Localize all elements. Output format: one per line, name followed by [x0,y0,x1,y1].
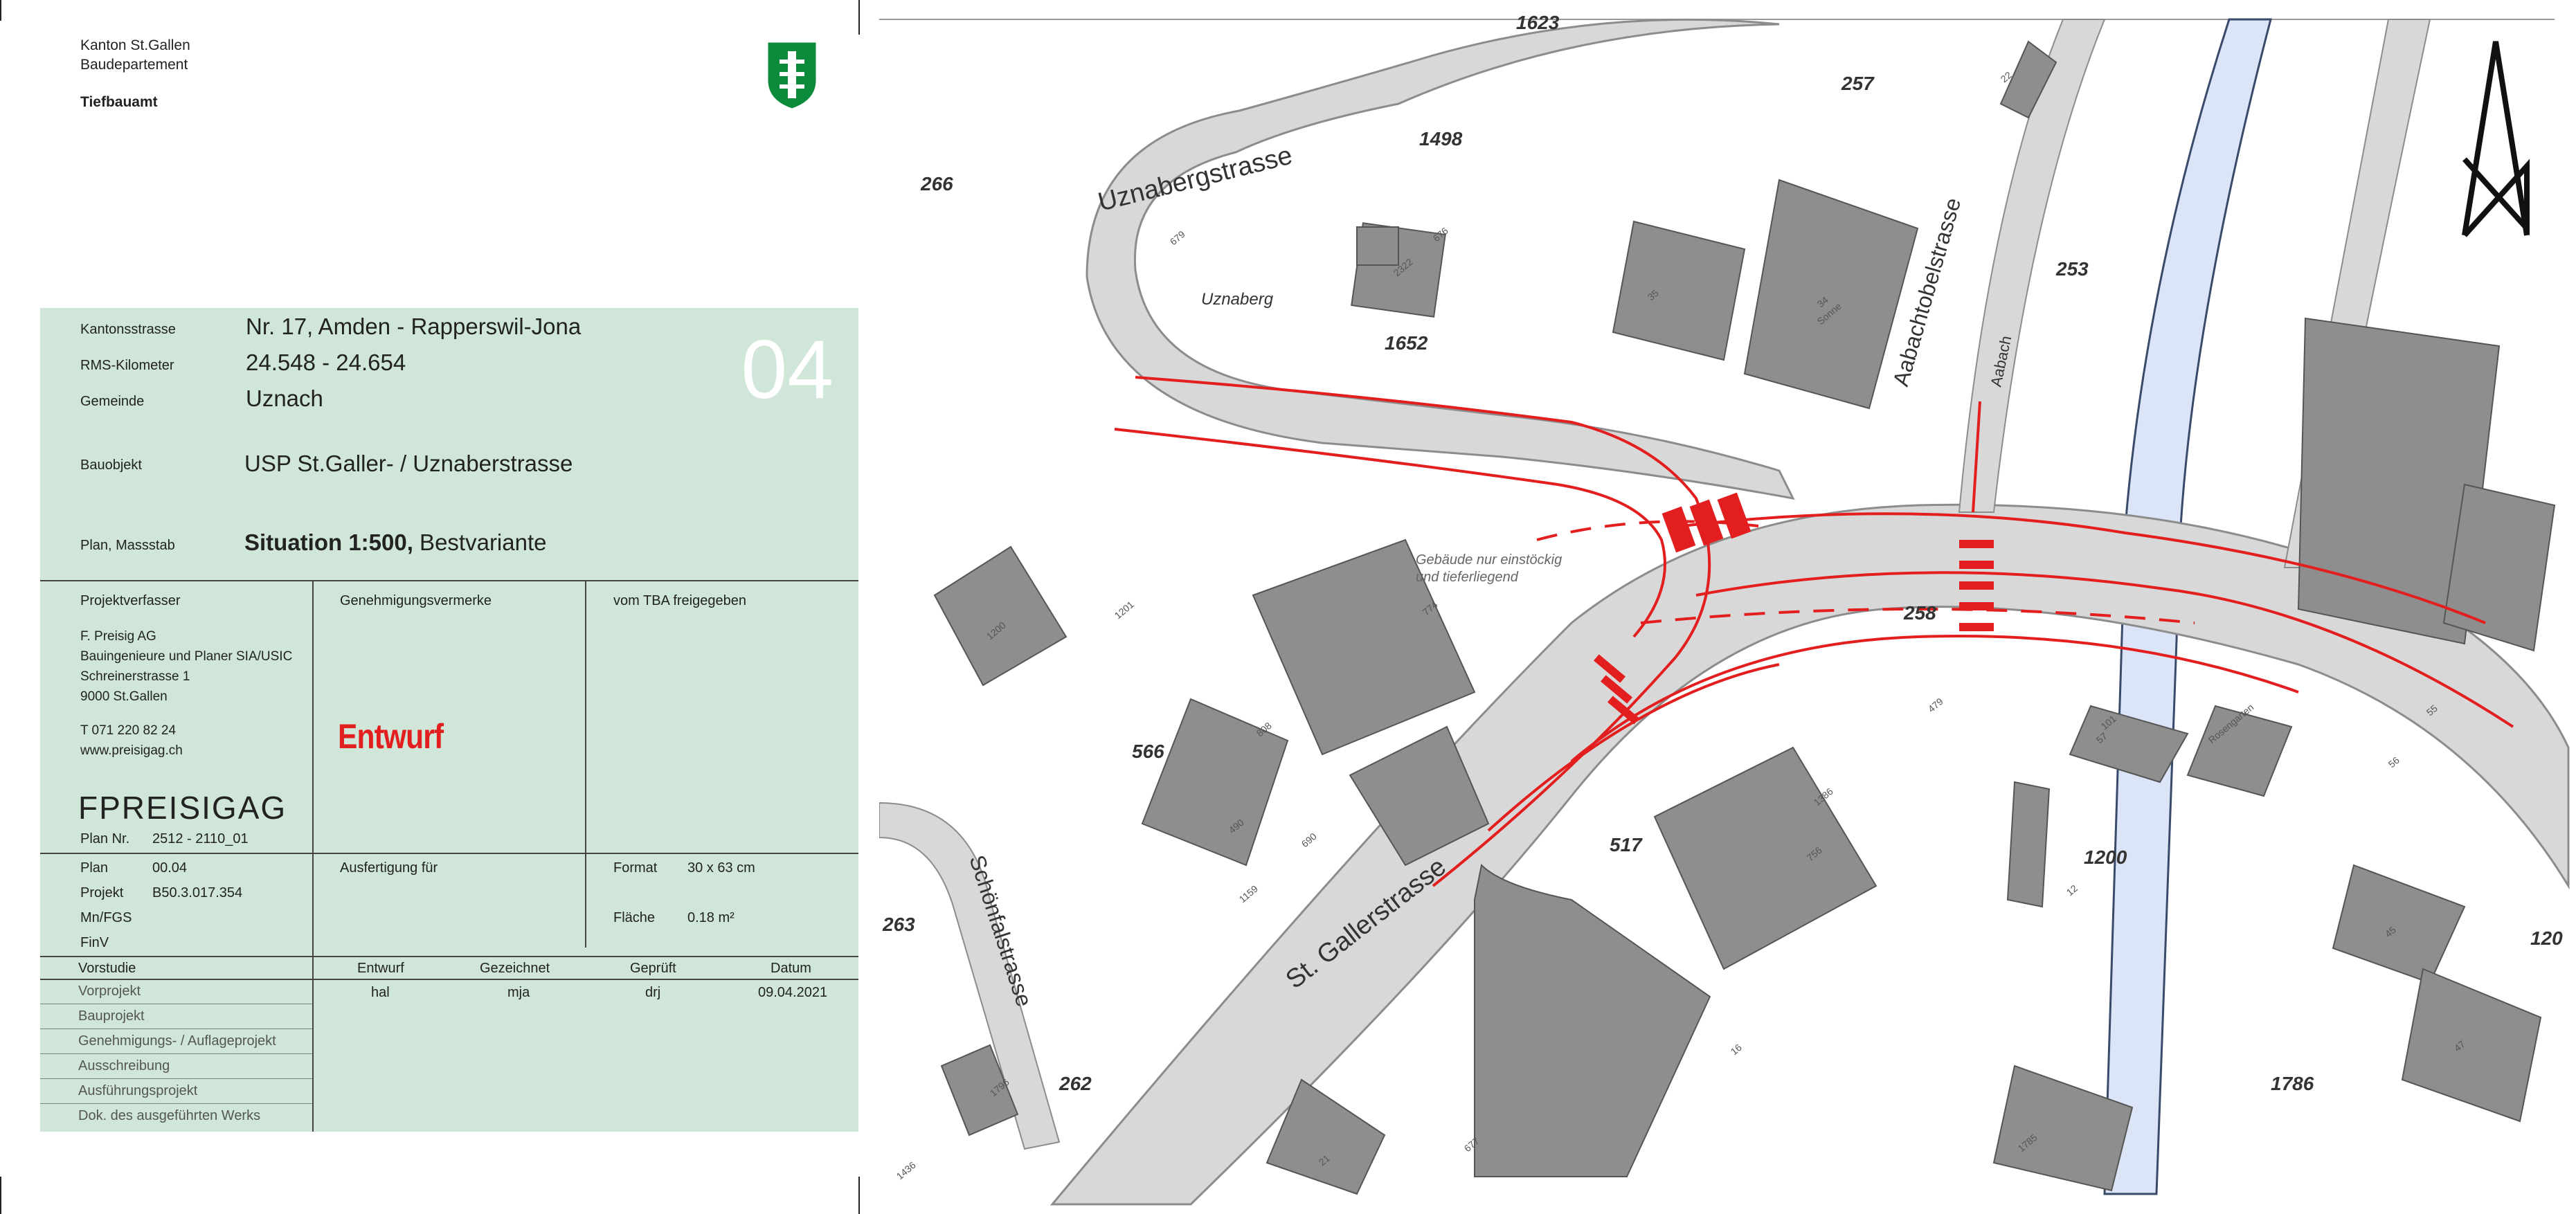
sign-value: drj [645,985,661,1000]
crosswalks [1593,492,1994,725]
stage-item: Ausführungsprojekt [78,1083,198,1098]
parcel-number: 257 [1841,73,1875,94]
building-note: Gebäude nur einstöckig [1416,552,1562,568]
parcel-number: 517 [1610,834,1643,855]
stage-item: Ausschreibung [78,1058,170,1073]
sign-header: Gezeichnet [480,961,550,976]
plan-value-bold: Situation 1:500, [244,529,413,555]
road-uznabergstrasse [1086,18,1795,500]
tba-label: vom TBA freigegeben [613,593,746,608]
parcel-number: 266 [920,173,953,194]
bauobjekt-value: USP St.Galler- / Uznaberstrasse [244,451,573,476]
parcel-number: 1652 [1385,332,1428,354]
entwurf-stamp: Entwurf [338,717,444,756]
plan-label: Plan, Massstab [80,538,175,553]
gemeinde-label: Gemeinde [80,394,145,409]
projekt-label: Projekt [80,885,124,900]
strasse-value: Nr. 17, Amden - Rapperswil-Jona [246,314,582,339]
sign-header: Datum [771,961,811,976]
plan-value-2: 00.04 [152,860,188,876]
verfasser-address: F. Preisig AG Bauingenieure und Planer S… [80,626,292,761]
rms-value: 24.548 - 24.654 [246,350,406,375]
place-label: Uznaberg [1201,290,1274,309]
strasse-label: Kantonsstrasse [80,322,176,337]
parcel-number: 258 [1903,602,1936,624]
north-arrow-icon [2462,41,2530,237]
building-note: und tieferliegend [1416,570,1519,585]
stage-item: Vorprojekt [78,984,141,999]
verfasser-label: Projektverfasser [80,593,181,608]
bauobjekt-label: Bauobjekt [80,457,142,473]
sign-value: hal [371,985,390,1000]
crop-mark [0,0,1,21]
plan-nr-label: Plan Nr. [80,831,130,846]
flaeche-value: 0.18 m² [687,910,735,925]
plan-number: 04 [741,323,834,416]
parcel-number: 263 [882,914,915,935]
org-canton: Kanton St.Gallen [80,37,190,53]
gemeinde-value: Uznach [246,386,323,411]
sign-value: mja [507,985,530,1000]
road-schoenfalstrasse [879,801,1061,1150]
plan-nr-value: 2512 - 2110_01 [152,831,249,846]
verfasser-line: Schreinerstrasse 1 [80,669,190,684]
verfasser-line: 9000 St.Gallen [80,689,168,704]
verfasser-line: F. Preisig AG [80,629,156,644]
plan-label-2: Plan [80,860,109,876]
verfasser-website[interactable]: www.preisigag.ch [80,743,183,758]
preisig-logo: FPREISIGAG [78,790,287,826]
parcel-number: 262 [1059,1073,1092,1094]
genehmigung-label: Genehmigungsvermerke [340,593,492,608]
org-department: Baudepartement [80,57,188,73]
plan-value: Situation 1:500, Bestvariante [244,529,547,556]
crop-mark [858,0,860,35]
parcel-number: 1786 [2271,1073,2314,1094]
stage-item: Bauprojekt [78,1008,145,1024]
organization-header: Kanton St.Gallen Baudepartement Tiefbaua… [80,36,190,112]
sign-header: Geprüft [630,961,676,976]
stream-aabach [2103,18,2272,1195]
plan-value-rest: Bestvariante [413,529,547,555]
flaeche-label: Fläche [613,910,656,925]
format-value: 30 x 63 cm [687,860,755,876]
ausfertigung-label: Ausfertigung für [340,860,438,876]
parcel-number: 566 [1132,741,1164,762]
stage-item: Genehmigungs- / Auflageprojekt [78,1033,276,1049]
parcel-number: 1200 [2084,846,2127,868]
sign-value: 09.04.2021 [758,985,828,1000]
projekt-value: B50.3.017.354 [152,885,243,900]
parcel-number: 120 [2530,927,2563,949]
crop-mark [0,1177,1,1214]
format-label: Format [613,860,658,876]
buildings [933,40,2556,1195]
parcel-number: 253 [2055,258,2089,280]
stage-item: Vorstudie [78,961,136,976]
crop-mark [858,1177,860,1214]
road-st-gallerstrasse [1050,503,2570,1206]
rms-label: RMS-Kilometer [80,358,174,373]
mn-label: Mn/FGS [80,910,132,925]
verfasser-phone: T 071 220 82 24 [80,723,177,738]
title-block: Kantonsstrasse Nr. 17, Amden - Rapperswi… [40,308,858,1132]
sign-header: Entwurf [357,961,404,976]
road-aabachtobelstrasse [1958,19,2106,513]
stage-item: Dok. des ausgeführten Werks [78,1108,261,1123]
canton-crest-icon [766,40,818,111]
verfasser-line: Bauingenieure und Planer SIA/USIC [80,649,293,664]
finv-label: FinV [80,935,109,950]
parcel-number: 1623 [1516,12,1560,33]
org-office: Tiefbauamt [80,94,158,110]
parcel-number: 1498 [1419,128,1463,150]
